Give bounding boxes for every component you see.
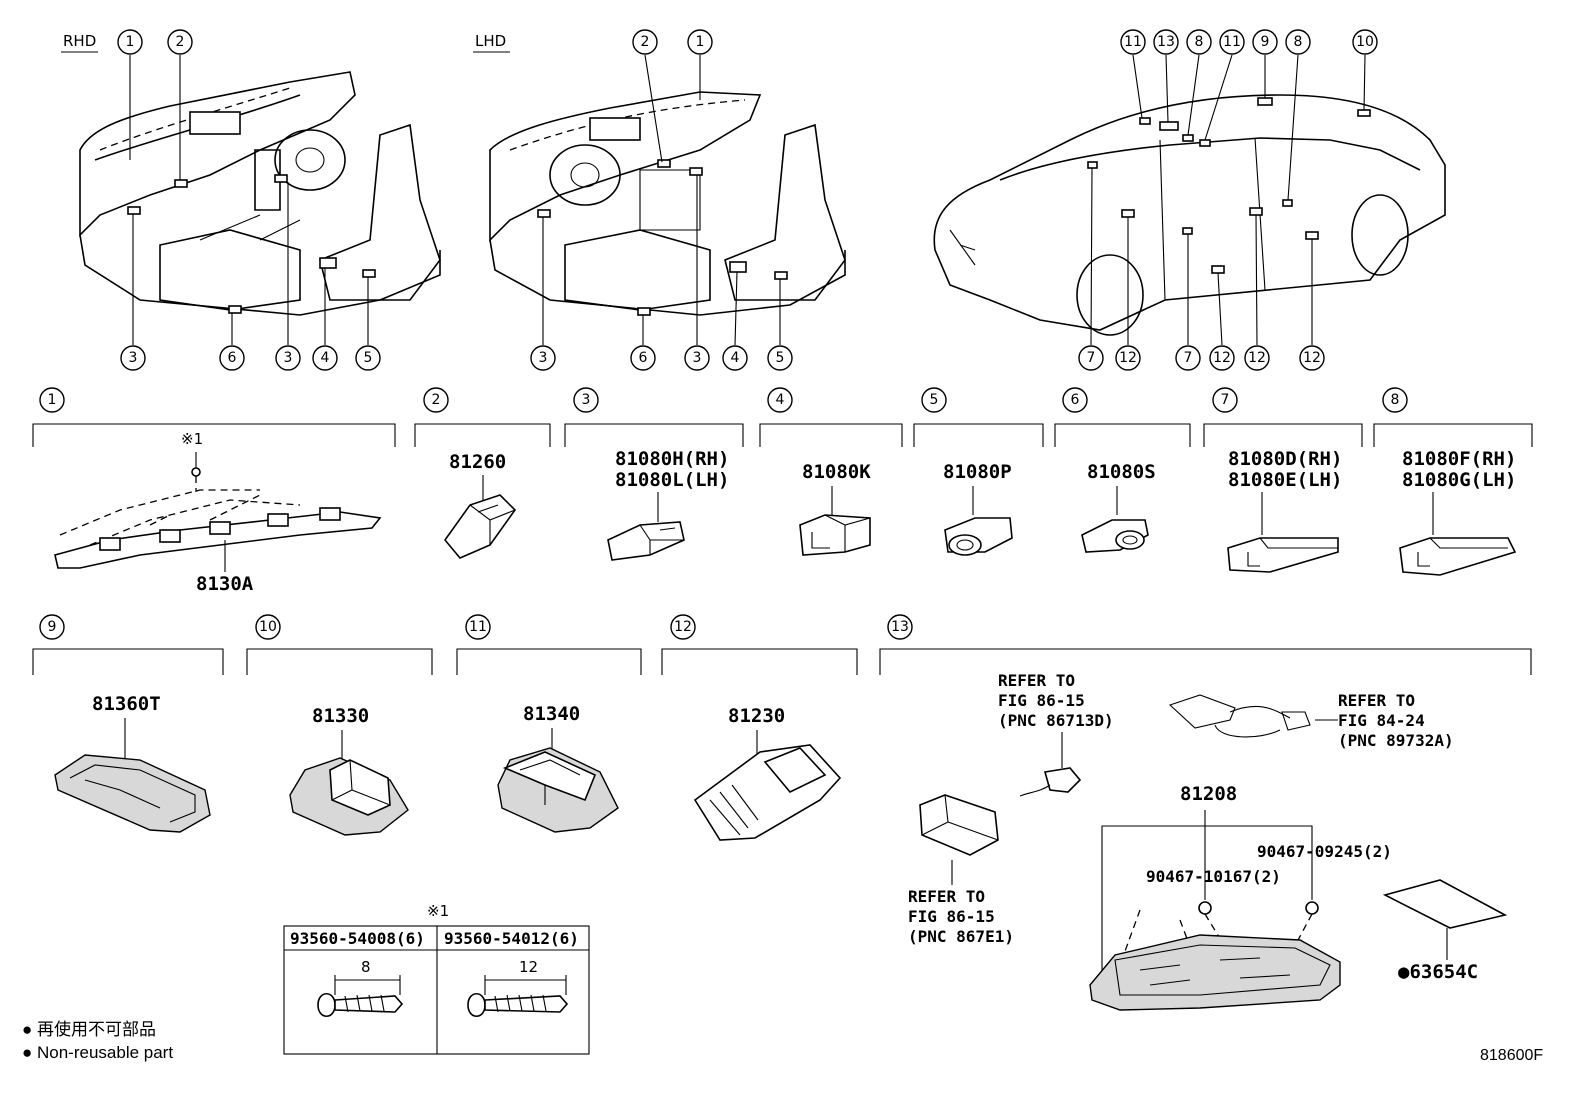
callout: 5 bbox=[364, 350, 373, 366]
callout: 3 bbox=[539, 350, 548, 366]
reference-note: REFER TO bbox=[998, 671, 1075, 690]
reference-note: FIG 86-15 bbox=[908, 907, 995, 926]
part-number: 81080D(RH) bbox=[1228, 448, 1342, 470]
reference-note: (PNC 89732A) bbox=[1338, 731, 1454, 750]
callout: 2 bbox=[176, 34, 185, 50]
group-number: 8 bbox=[1391, 392, 1400, 408]
group-9: 9 81360T bbox=[32, 614, 224, 833]
callout: 1 bbox=[696, 34, 705, 50]
lhd-interior-view: LHD 2 1 3 6 3 4 5 bbox=[473, 29, 846, 371]
callout: 3 bbox=[693, 350, 702, 366]
group-3: 3 81080H(RH) 81080L(LH) bbox=[564, 387, 744, 561]
table-header: 93560-54012(6) bbox=[444, 929, 579, 948]
screw-part-number: 90467-09245(2) bbox=[1257, 842, 1392, 861]
callout: 4 bbox=[731, 350, 740, 366]
legend-japanese: ● 再使用不可部品 bbox=[22, 1019, 156, 1039]
callout: 9 bbox=[1261, 34, 1270, 50]
callout: 12 bbox=[1248, 350, 1266, 366]
reference-note: FIG 86-15 bbox=[998, 691, 1085, 710]
part-number: 81080K bbox=[802, 461, 871, 483]
part-number: 81260 bbox=[449, 451, 506, 473]
figure-code: 818600F bbox=[1480, 1047, 1543, 1064]
callout: 12 bbox=[1119, 350, 1137, 366]
group-4: 4 81080K bbox=[759, 387, 903, 556]
note-marker: ※1 bbox=[427, 902, 449, 920]
part-number: 81080G(LH) bbox=[1402, 469, 1516, 491]
rhd-interior-view: RHD 1 2 3 6 3 4 5 bbox=[61, 29, 441, 371]
part-number: 81330 bbox=[312, 705, 369, 727]
callout: 2 bbox=[641, 34, 650, 50]
callout: 6 bbox=[639, 350, 648, 366]
group-8: 8 81080F(RH) 81080G(LH) bbox=[1373, 387, 1533, 576]
group-number: 1 bbox=[48, 392, 57, 408]
callout: 5 bbox=[776, 350, 785, 366]
reference-note: REFER TO bbox=[908, 887, 985, 906]
group-5: 5 81080P bbox=[913, 387, 1044, 556]
callout: 6 bbox=[228, 350, 237, 366]
group-number: 11 bbox=[469, 619, 487, 635]
group-7: 7 81080D(RH) 81080E(LH) bbox=[1203, 387, 1363, 573]
part-number: 81080E(LH) bbox=[1228, 469, 1342, 491]
callout: 11 bbox=[1223, 34, 1241, 50]
callout: 3 bbox=[129, 350, 138, 366]
reference-note: (PNC 86713D) bbox=[998, 711, 1114, 730]
group-1: 1 ※1 8130A bbox=[32, 387, 396, 595]
group-13: 13 REFER TO FIG 86-15 (PNC 86713D) REFER… bbox=[879, 614, 1532, 1011]
group-12: 12 81230 bbox=[661, 614, 858, 841]
part-number: ●63654C bbox=[1398, 961, 1478, 983]
table-header: 93560-54008(6) bbox=[290, 929, 425, 948]
part-number: 81080H(RH) bbox=[615, 448, 729, 470]
callout: 11 bbox=[1124, 34, 1142, 50]
group-number: 2 bbox=[432, 392, 441, 408]
callout: 7 bbox=[1087, 350, 1096, 366]
group-number: 9 bbox=[48, 619, 57, 635]
screw-table: ※1 93560-54008(6) 93560-54012(6) 8 12 bbox=[283, 902, 590, 1055]
car-exterior-view: 11 13 8 11 9 8 10 7 12 7 12 12 12 bbox=[933, 29, 1446, 371]
rhd-label: RHD bbox=[63, 32, 96, 50]
screw-length: 8 bbox=[361, 958, 371, 976]
group-number: 7 bbox=[1221, 392, 1230, 408]
group-number: 5 bbox=[930, 392, 939, 408]
group-11: 11 81340 bbox=[456, 614, 642, 833]
group-number: 10 bbox=[259, 619, 277, 635]
callout: 7 bbox=[1184, 350, 1193, 366]
callout: 10 bbox=[1356, 34, 1374, 50]
group-number: 13 bbox=[891, 619, 909, 635]
callout: 12 bbox=[1213, 350, 1231, 366]
part-number: 81080S bbox=[1087, 461, 1156, 483]
part-number: 81230 bbox=[728, 705, 785, 727]
part-number: 81360T bbox=[92, 693, 161, 715]
group-number: 6 bbox=[1071, 392, 1080, 408]
part-number: 81208 bbox=[1180, 783, 1237, 805]
lhd-label: LHD bbox=[475, 32, 506, 50]
callout: 3 bbox=[284, 350, 293, 366]
group-number: 3 bbox=[582, 392, 591, 408]
callout: 4 bbox=[321, 350, 330, 366]
screw-part-number: 90467-10167(2) bbox=[1146, 867, 1281, 886]
callout: 1 bbox=[126, 34, 135, 50]
part-number: 81080F(RH) bbox=[1402, 448, 1516, 470]
part-number: 81080P bbox=[943, 461, 1012, 483]
group-number: 12 bbox=[674, 619, 692, 635]
callout: 8 bbox=[1294, 34, 1303, 50]
legend-english: ● Non-reusable part bbox=[22, 1043, 173, 1062]
group-6: 6 81080S bbox=[1054, 387, 1191, 553]
group-number: 4 bbox=[776, 392, 785, 408]
reference-note: (PNC 867E1) bbox=[908, 927, 1014, 946]
group-10: 10 81330 bbox=[246, 614, 433, 836]
note-marker: ※1 bbox=[181, 430, 203, 448]
group-2: 2 81260 bbox=[414, 387, 551, 559]
reference-note: FIG 84-24 bbox=[1338, 711, 1425, 730]
part-number: 81080L(LH) bbox=[615, 469, 729, 491]
callout: 12 bbox=[1303, 350, 1321, 366]
reference-note: REFER TO bbox=[1338, 691, 1415, 710]
callout: 8 bbox=[1195, 34, 1204, 50]
callout: 13 bbox=[1157, 34, 1175, 50]
part-number: 81340 bbox=[523, 703, 580, 725]
part-number: 8130A bbox=[196, 573, 254, 595]
screw-length: 12 bbox=[519, 958, 538, 976]
